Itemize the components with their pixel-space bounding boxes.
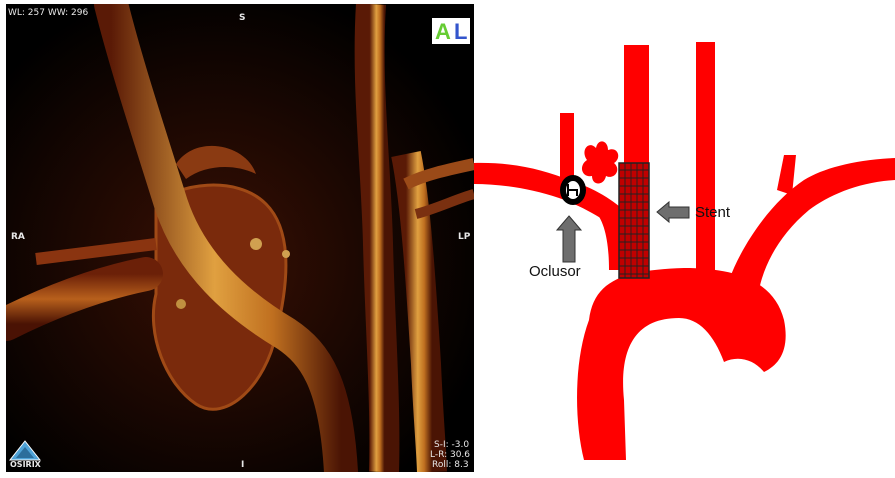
aortic-arch-diagram bbox=[474, 0, 895, 473]
osirix-logo-text: OSIRIX bbox=[10, 460, 41, 470]
vessel-tree bbox=[474, 42, 895, 460]
occluder-label: Oclusor bbox=[529, 263, 581, 280]
badge-letter-a: A bbox=[435, 19, 451, 45]
badge-letter-l: L bbox=[454, 19, 467, 45]
orientation-left-label: RA bbox=[11, 232, 25, 242]
lr-readout: L-R: 30.6 bbox=[430, 450, 470, 460]
roll-readout: Roll: 8.3 bbox=[432, 460, 469, 470]
occluder-arrow bbox=[557, 216, 581, 262]
si-readout: S-I: -3.0 bbox=[434, 440, 469, 450]
osirix-logo-icon bbox=[8, 440, 42, 462]
orientation-cube-badge: A L bbox=[432, 18, 470, 44]
ct-3d-render-panel: WL: 257 WW: 296 S RA LP I A L OSIRIX S-I… bbox=[6, 4, 474, 472]
ct-vessel-render bbox=[6, 4, 474, 472]
osirix-logo: OSIRIX bbox=[8, 440, 42, 470]
orientation-right-label: LP bbox=[458, 232, 470, 242]
stent-mesh bbox=[619, 163, 649, 278]
stent-label: Stent bbox=[695, 204, 730, 221]
window-level-readout: WL: 257 WW: 296 bbox=[8, 8, 88, 18]
orientation-bottom-label: I bbox=[241, 460, 244, 470]
orientation-top-label: S bbox=[239, 13, 245, 23]
occluder-device bbox=[560, 175, 586, 205]
aortic-schematic-panel: Stent Oclusor bbox=[474, 0, 895, 473]
stent-arrow bbox=[657, 202, 689, 222]
